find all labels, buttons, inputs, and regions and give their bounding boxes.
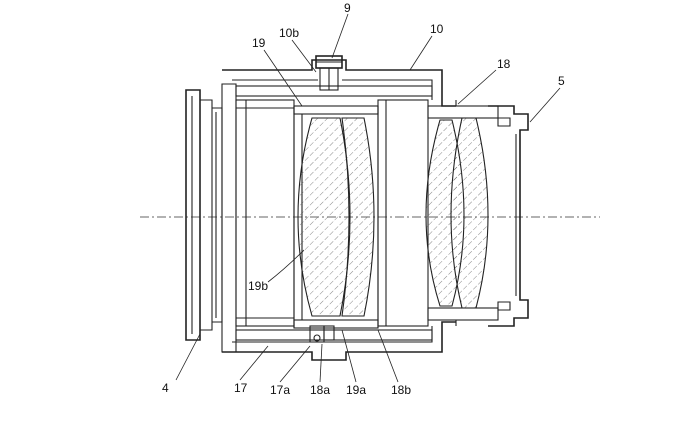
leader-lines: [175, 13, 561, 383]
adjusting-screw: [315, 55, 343, 91]
label-17: 17: [234, 381, 248, 395]
label-10: 10: [430, 22, 444, 36]
label-17a: 17a: [270, 383, 290, 397]
label-10b: 10b: [279, 26, 299, 40]
label-9: 9: [344, 1, 351, 15]
bottom-fittings: [309, 325, 335, 343]
label-19a: 19a: [346, 383, 366, 397]
label-18: 18: [497, 57, 511, 71]
label-4: 4: [162, 381, 169, 395]
label-18b: 18b: [391, 383, 411, 397]
label-19: 19: [252, 36, 266, 50]
lens-19b-convex: [297, 117, 351, 317]
label-19b: 19b: [248, 279, 268, 293]
right-mount: [488, 105, 529, 327]
label-5: 5: [558, 74, 565, 88]
label-18a: 18a: [310, 383, 330, 397]
lens-19b-concave: [341, 117, 375, 317]
left-mount: [185, 83, 237, 353]
rear-lens-2: [450, 117, 489, 309]
